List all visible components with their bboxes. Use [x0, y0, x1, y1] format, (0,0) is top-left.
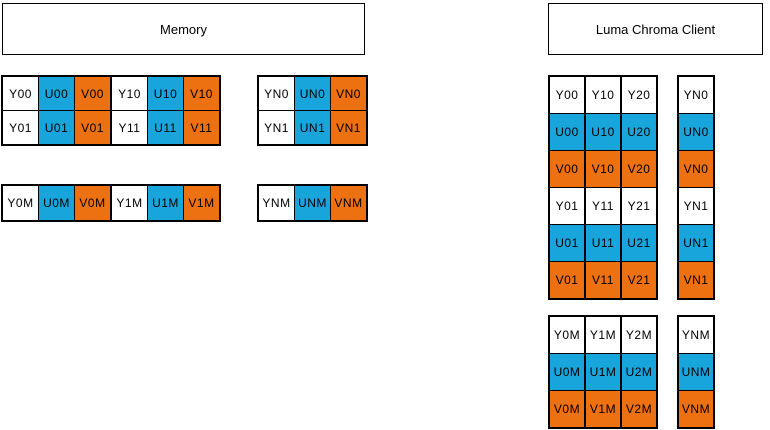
cell-ynm: YNM	[679, 317, 713, 353]
cell-u20: U20	[622, 114, 656, 150]
cell-vn1: VN1	[679, 262, 713, 298]
cell-v1m: V1M	[184, 186, 219, 220]
cell-v11: V11	[184, 111, 219, 144]
cell-yn0: YN0	[679, 77, 713, 113]
cell-un1: UN1	[295, 111, 330, 144]
cell-u1m: U1M	[148, 186, 183, 220]
cell-yn1: YN1	[259, 111, 294, 144]
cell-u00: U00	[550, 114, 584, 150]
cell-yn1: YN1	[679, 188, 713, 224]
cell-v0m: V0M	[550, 391, 584, 427]
cell-y2m: Y2M	[622, 317, 656, 353]
cell-y21: Y21	[622, 188, 656, 224]
cell-u11: U11	[148, 111, 183, 144]
cell-v2m: V2M	[622, 391, 656, 427]
cell-vn0: VN0	[679, 151, 713, 187]
cell-ynm: YNM	[259, 186, 294, 220]
cell-y00: Y00	[550, 77, 584, 113]
cell-un1: UN1	[679, 225, 713, 261]
cell-u21: U21	[622, 225, 656, 261]
cell-u00: U00	[39, 77, 74, 110]
cell-u2m: U2M	[622, 354, 656, 390]
cell-y1m: Y1M	[112, 186, 147, 220]
cell-u0m: U0M	[550, 354, 584, 390]
cell-v1m: V1M	[586, 391, 620, 427]
cell-y0m: Y0M	[3, 186, 38, 220]
client-title: Luma Chroma Client	[595, 21, 716, 37]
cell-u01: U01	[39, 111, 74, 144]
cell-v01: V01	[75, 111, 110, 144]
cell-vn1: VN1	[331, 111, 366, 144]
cell-u11: U11	[586, 225, 620, 261]
cell-vnm: VNM	[331, 186, 366, 220]
cell-unm: UNM	[679, 354, 713, 390]
cell-v10: V10	[184, 77, 219, 110]
cell-vn0: VN0	[331, 77, 366, 110]
cell-v20: V20	[622, 151, 656, 187]
cell-y00: Y00	[3, 77, 38, 110]
cell-v01: V01	[550, 262, 584, 298]
cell-y10: Y10	[586, 77, 620, 113]
memory-title-box: Memory	[2, 3, 365, 55]
cell-v21: V21	[622, 262, 656, 298]
cell-y1m: Y1M	[586, 317, 620, 353]
cell-u01: U01	[550, 225, 584, 261]
cell-y11: Y11	[586, 188, 620, 224]
cell-yn0: YN0	[259, 77, 294, 110]
cell-u10: U10	[148, 77, 183, 110]
cell-u0m: U0M	[39, 186, 74, 220]
cell-v00: V00	[75, 77, 110, 110]
cell-y0m: Y0M	[550, 317, 584, 353]
cell-unm: UNM	[295, 186, 330, 220]
cell-u1m: U1M	[586, 354, 620, 390]
cell-v11: V11	[586, 262, 620, 298]
cell-un0: UN0	[295, 77, 330, 110]
cell-un0: UN0	[679, 114, 713, 150]
client-title-box: Luma Chroma Client	[548, 3, 763, 55]
cell-v0m: V0M	[75, 186, 110, 220]
cell-vnm: VNM	[679, 391, 713, 427]
cell-y10: Y10	[112, 77, 147, 110]
cell-y11: Y11	[112, 111, 147, 144]
cell-y01: Y01	[550, 188, 584, 224]
cell-y20: Y20	[622, 77, 656, 113]
memory-title: Memory	[160, 21, 207, 37]
cell-y01: Y01	[3, 111, 38, 144]
cell-u10: U10	[586, 114, 620, 150]
cell-v10: V10	[586, 151, 620, 187]
cell-v00: V00	[550, 151, 584, 187]
